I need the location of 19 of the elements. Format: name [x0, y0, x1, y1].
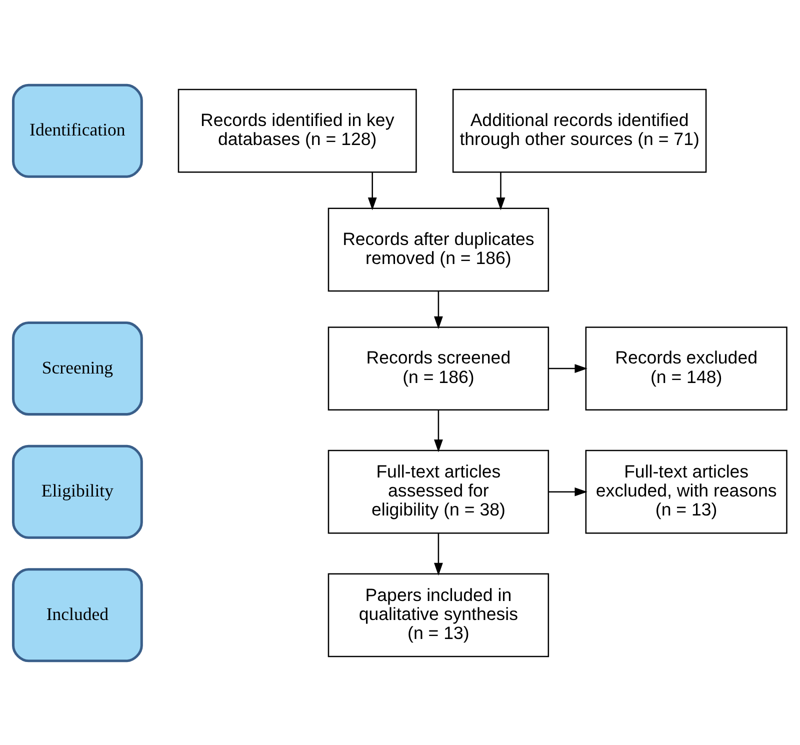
node-box: Screening	[12, 321, 143, 416]
node-box: Papers included in qualitative synthesis (n = 13)	[328, 572, 550, 657]
node-box: Full-text articles assessed for eligibility (n = 38)	[328, 449, 550, 534]
arrow	[548, 486, 588, 496]
node-box: Additional records identified through other sources (n = 71)	[452, 88, 707, 172]
node-box: Records screened (n = 186)	[328, 326, 550, 410]
node-box: Identification	[12, 83, 143, 178]
arrow	[368, 172, 377, 210]
node-box: Eligibility	[12, 444, 143, 538]
node-box: Records excluded (n = 148)	[585, 326, 788, 410]
arrow	[496, 172, 506, 210]
node-box: Records identified in key databases (n = 128)	[178, 88, 417, 172]
arrow	[434, 290, 443, 329]
arrow	[548, 364, 588, 372]
arrow	[434, 532, 443, 576]
node-box: Included	[12, 568, 143, 662]
arrow	[434, 409, 443, 452]
node-box: Records after duplicates removed (n = 186)	[328, 207, 550, 292]
node-box: Full-text articles excluded, with reasons (n = 13)	[585, 449, 788, 534]
